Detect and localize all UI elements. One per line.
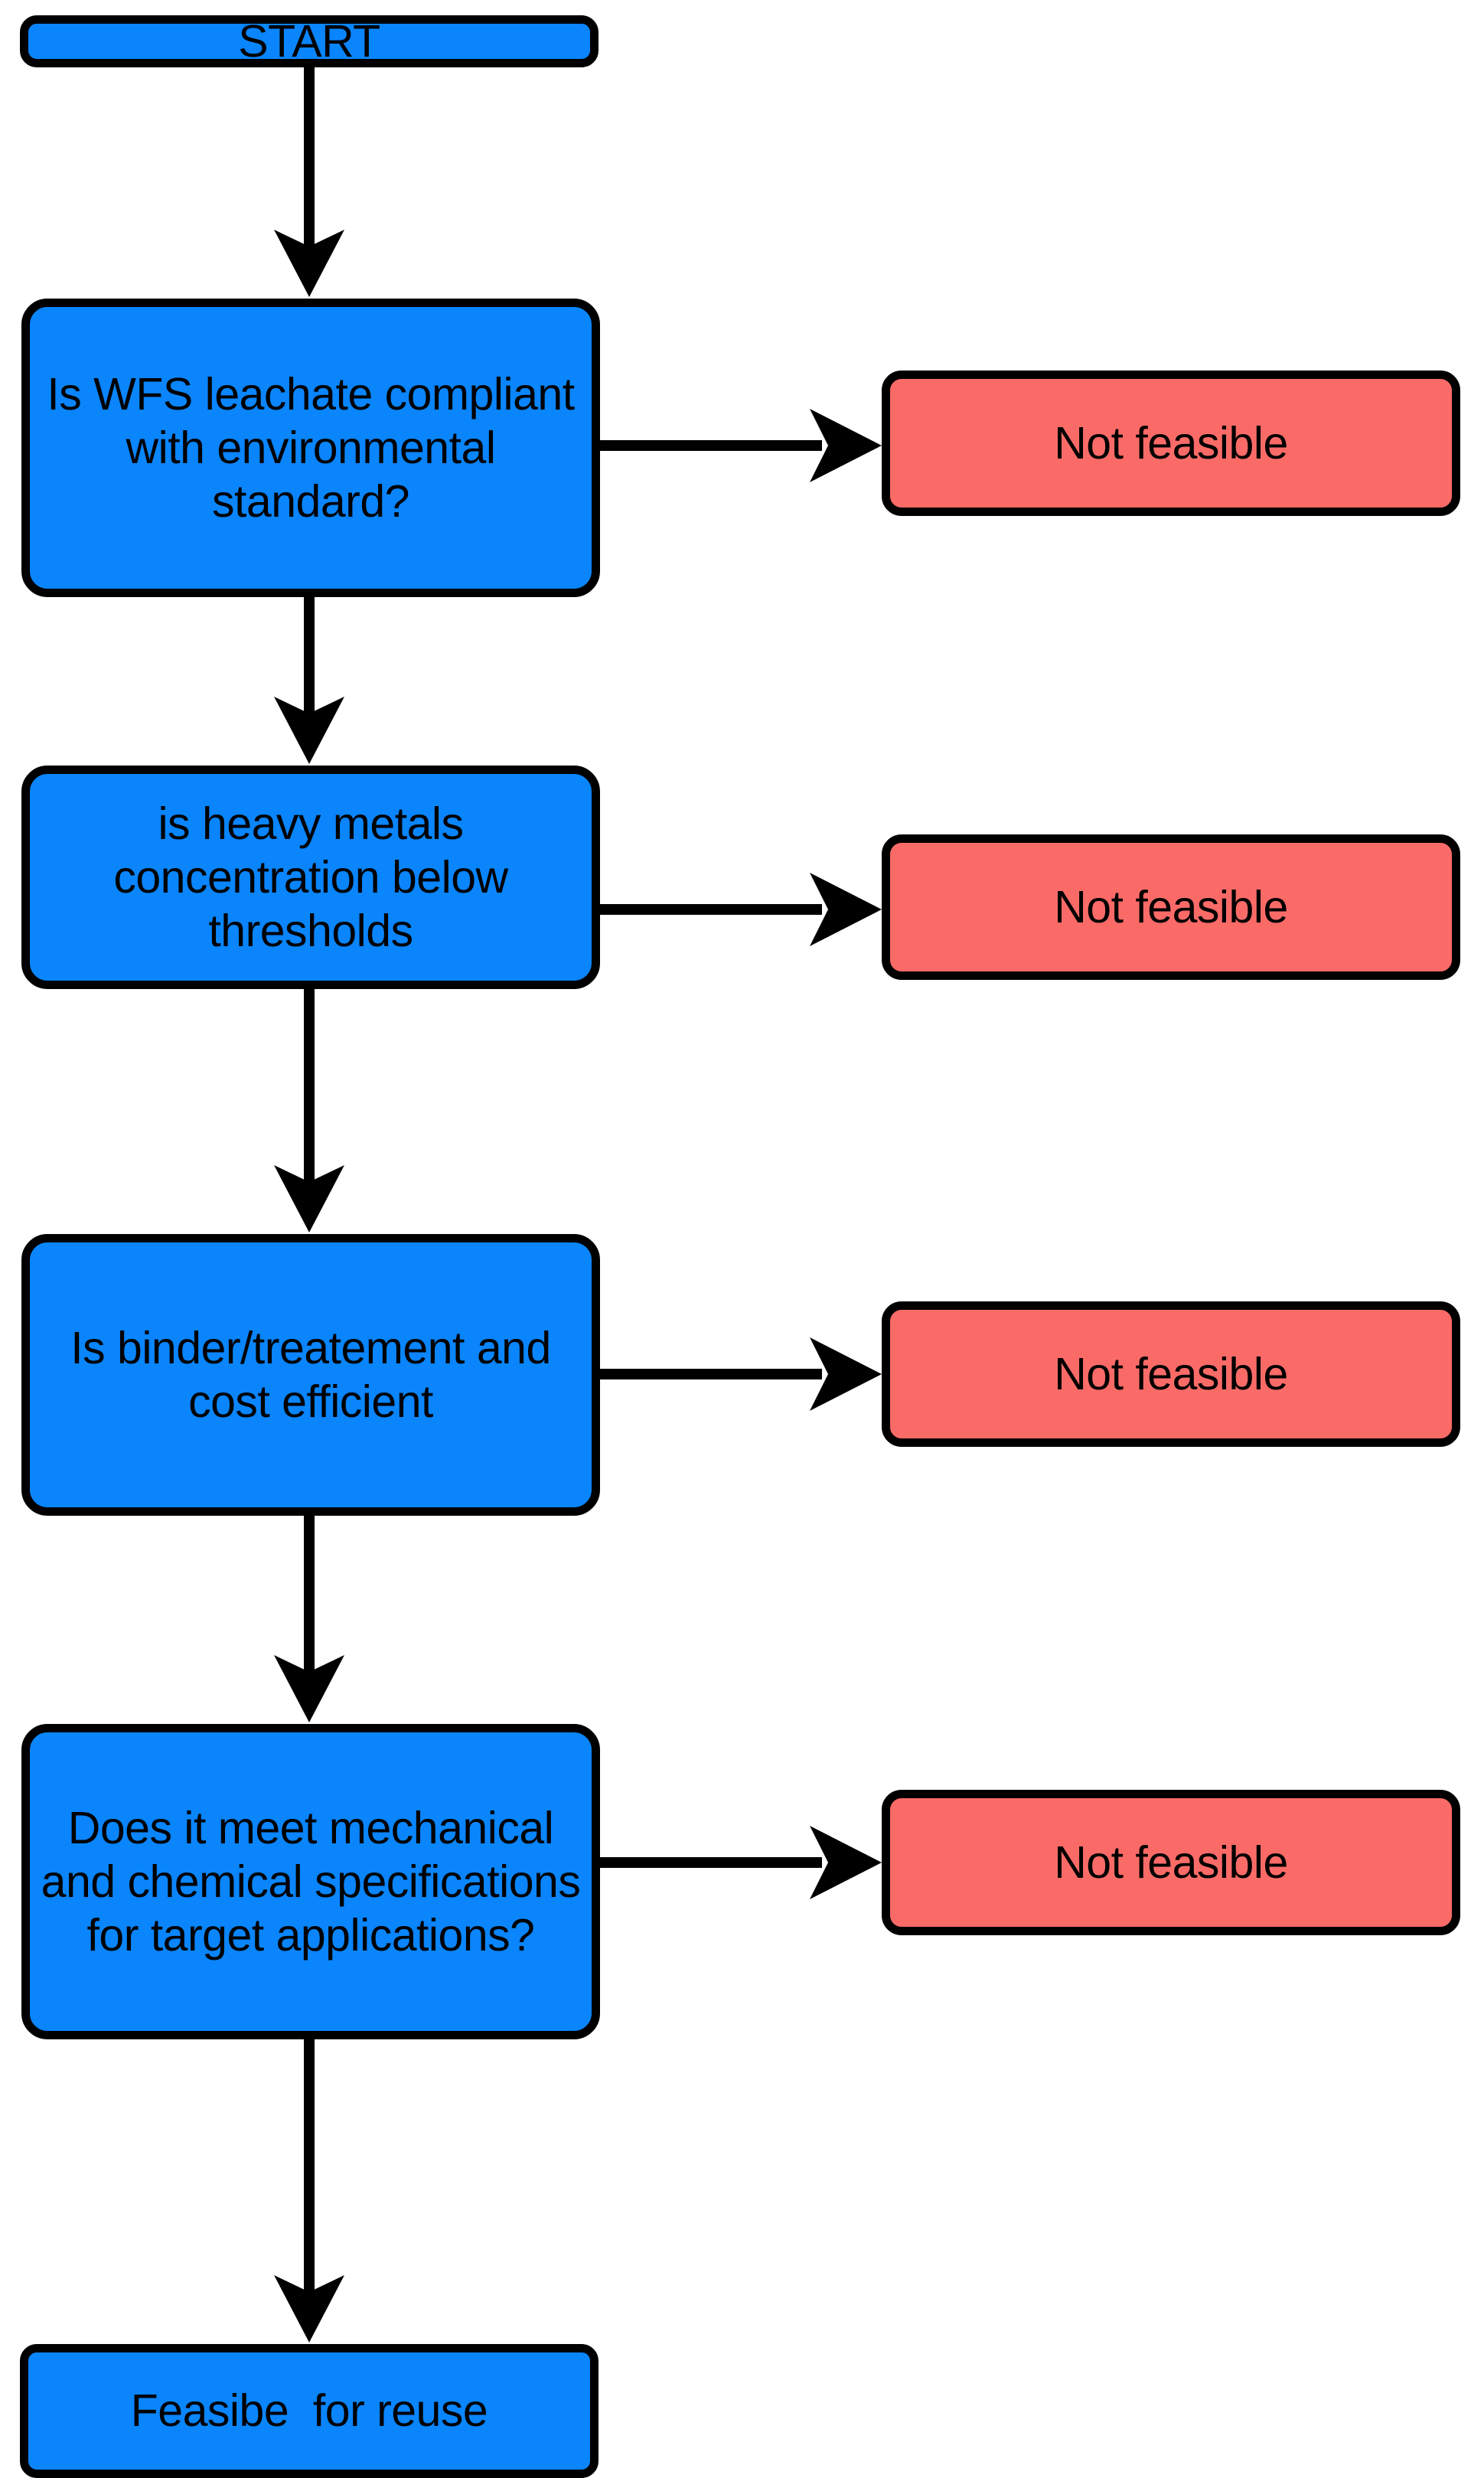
node-not-feasible-specifications[interactable]: Not feasible [882,1790,1460,1935]
node-feasible-for-reuse[interactable]: Feasibe for reuse [20,2344,598,2478]
edge-leachate-to-heavy-metals [274,597,344,764]
node-decision-heavy-metals[interactable]: is heavy metals concentration below thre… [21,766,600,989]
edge-leachate-to-not-feasible [600,409,882,482]
edge-binder-to-specifications [274,1516,344,1722]
edge-heavy-metals-to-not-feasible [600,873,882,946]
edge-start-to-leachate [274,67,344,297]
edge-specifications-to-feasible [274,2039,344,2343]
node-not-feasible-heavy-metals[interactable]: Not feasible [882,834,1460,980]
node-decision-specifications[interactable]: Does it meet mechanical and chemical spe… [21,1724,600,2039]
edge-specifications-to-not-feasible [600,1826,882,1899]
node-start[interactable]: START [20,15,598,67]
node-decision-binder-cost[interactable]: Is binder/treatement and cost efficient [21,1234,600,1516]
node-decision-leachate-compliance[interactable]: Is WFS leachate compliant with environme… [21,299,600,597]
node-not-feasible-binder-cost[interactable]: Not feasible [882,1301,1460,1447]
edge-binder-to-not-feasible [600,1337,882,1411]
node-not-feasible-leachate[interactable]: Not feasible [882,371,1460,516]
edge-heavy-metals-to-binder [274,989,344,1232]
